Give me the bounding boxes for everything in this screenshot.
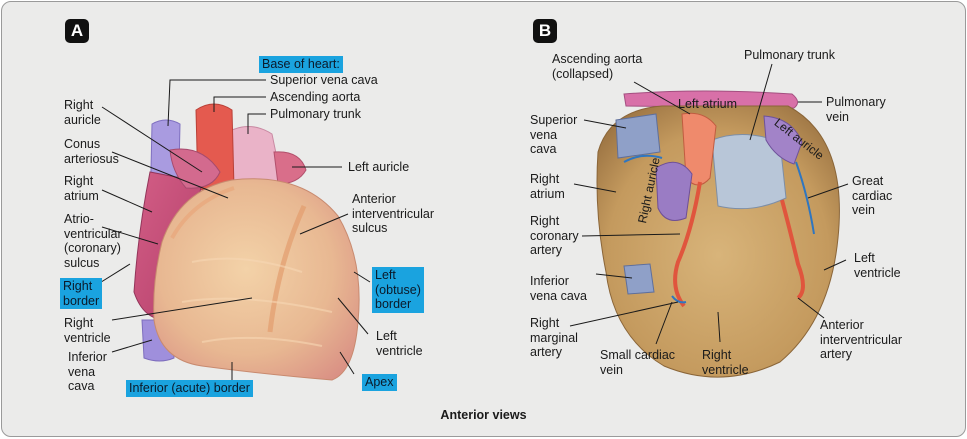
label-b-right-marginal-artery: Right marginal artery xyxy=(530,316,578,359)
label-a-apex: Apex xyxy=(362,374,397,391)
label-b-superior-vena-cava: Superior vena cava xyxy=(530,113,578,156)
label-a-pulmonary-trunk: Pulmonary trunk xyxy=(270,107,362,121)
label-a-anterior-iv-sulcus: Anterior interventricular sulcus xyxy=(352,192,434,235)
label-a-right-atrium: Right atrium xyxy=(64,174,99,203)
panel-b-badge: B xyxy=(533,19,557,43)
right-coronary-artery xyxy=(673,181,702,308)
label-b-inferior-vena-cava: Inferior vena cava xyxy=(530,274,587,303)
label-a-ascending-aorta: Ascending aorta xyxy=(270,90,361,104)
right-auricle-shape xyxy=(655,161,693,221)
label-b-left-atrium: Left atrium xyxy=(678,97,738,111)
label-a-left-ventricle: Left ventricle xyxy=(376,329,423,358)
anterior-iv-artery xyxy=(780,199,805,300)
label-b-great-cardiac-vein: Great cardiac vein xyxy=(852,174,893,217)
inferior-vena-cava-shape xyxy=(623,263,655,295)
label-a-conus-arteriosus: Conus arteriosus xyxy=(64,137,119,166)
left-auricle-shape xyxy=(763,115,803,165)
label-a-left-border: Left (obtuse) border xyxy=(372,267,424,313)
small-cardiac-vein xyxy=(671,295,687,304)
label-b-ascending-aorta: Ascending aorta (collapsed) xyxy=(552,52,643,81)
label-a-right-ventricle: Right ventricle xyxy=(64,316,111,345)
figure-caption: Anterior views xyxy=(440,408,527,422)
label-a-superior-vena-cava: Superior vena cava xyxy=(270,73,378,87)
panel-a-badge: A xyxy=(65,19,89,43)
superior-vena-cava-shape xyxy=(615,113,661,159)
label-a-inferior-vena-cava: Inferior vena cava xyxy=(68,350,107,393)
panel-b-heart xyxy=(596,90,840,378)
pulmonary-vein-shape xyxy=(623,90,798,109)
label-b-left-ventricle: Left ventricle xyxy=(854,251,901,280)
label-b-right-atrium: Right atrium xyxy=(530,172,565,201)
label-a-right-auricle: Right auricle xyxy=(64,98,101,127)
label-base-of-heart: Base of heart: xyxy=(259,56,343,73)
label-a-inferior-border: Inferior (acute) border xyxy=(126,380,253,397)
panel-a-leader-lines xyxy=(97,79,371,380)
label-a-av-sulcus: Atrio- ventricular (coronary) sulcus xyxy=(64,212,122,270)
label-b-right-ventricle: Right ventricle xyxy=(702,348,749,377)
ventricles-shape xyxy=(153,178,360,381)
label-b-anterior-iv-artery: Anterior interventricular artery xyxy=(820,318,902,361)
pulmonary-trunk-shape xyxy=(711,133,787,210)
label-b-pulmonary-trunk: Pulmonary trunk xyxy=(744,48,836,62)
label-b-pulmonary-vein: Pulmonary vein xyxy=(826,95,886,124)
coronary-sulcus-line xyxy=(170,186,235,239)
label-a-left-auricle: Left auricle xyxy=(348,160,410,174)
label-a-right-border: Right border xyxy=(60,278,103,309)
label-b-right-coronary-artery: Right coronary artery xyxy=(530,214,579,257)
label-b-small-cardiac-vein: Small cardiac vein xyxy=(600,348,676,377)
left-auricle-shape xyxy=(273,151,307,185)
panel-a-heart xyxy=(133,103,360,381)
great-cardiac-vein xyxy=(795,161,815,235)
panel-b-leader-lines xyxy=(569,63,849,345)
